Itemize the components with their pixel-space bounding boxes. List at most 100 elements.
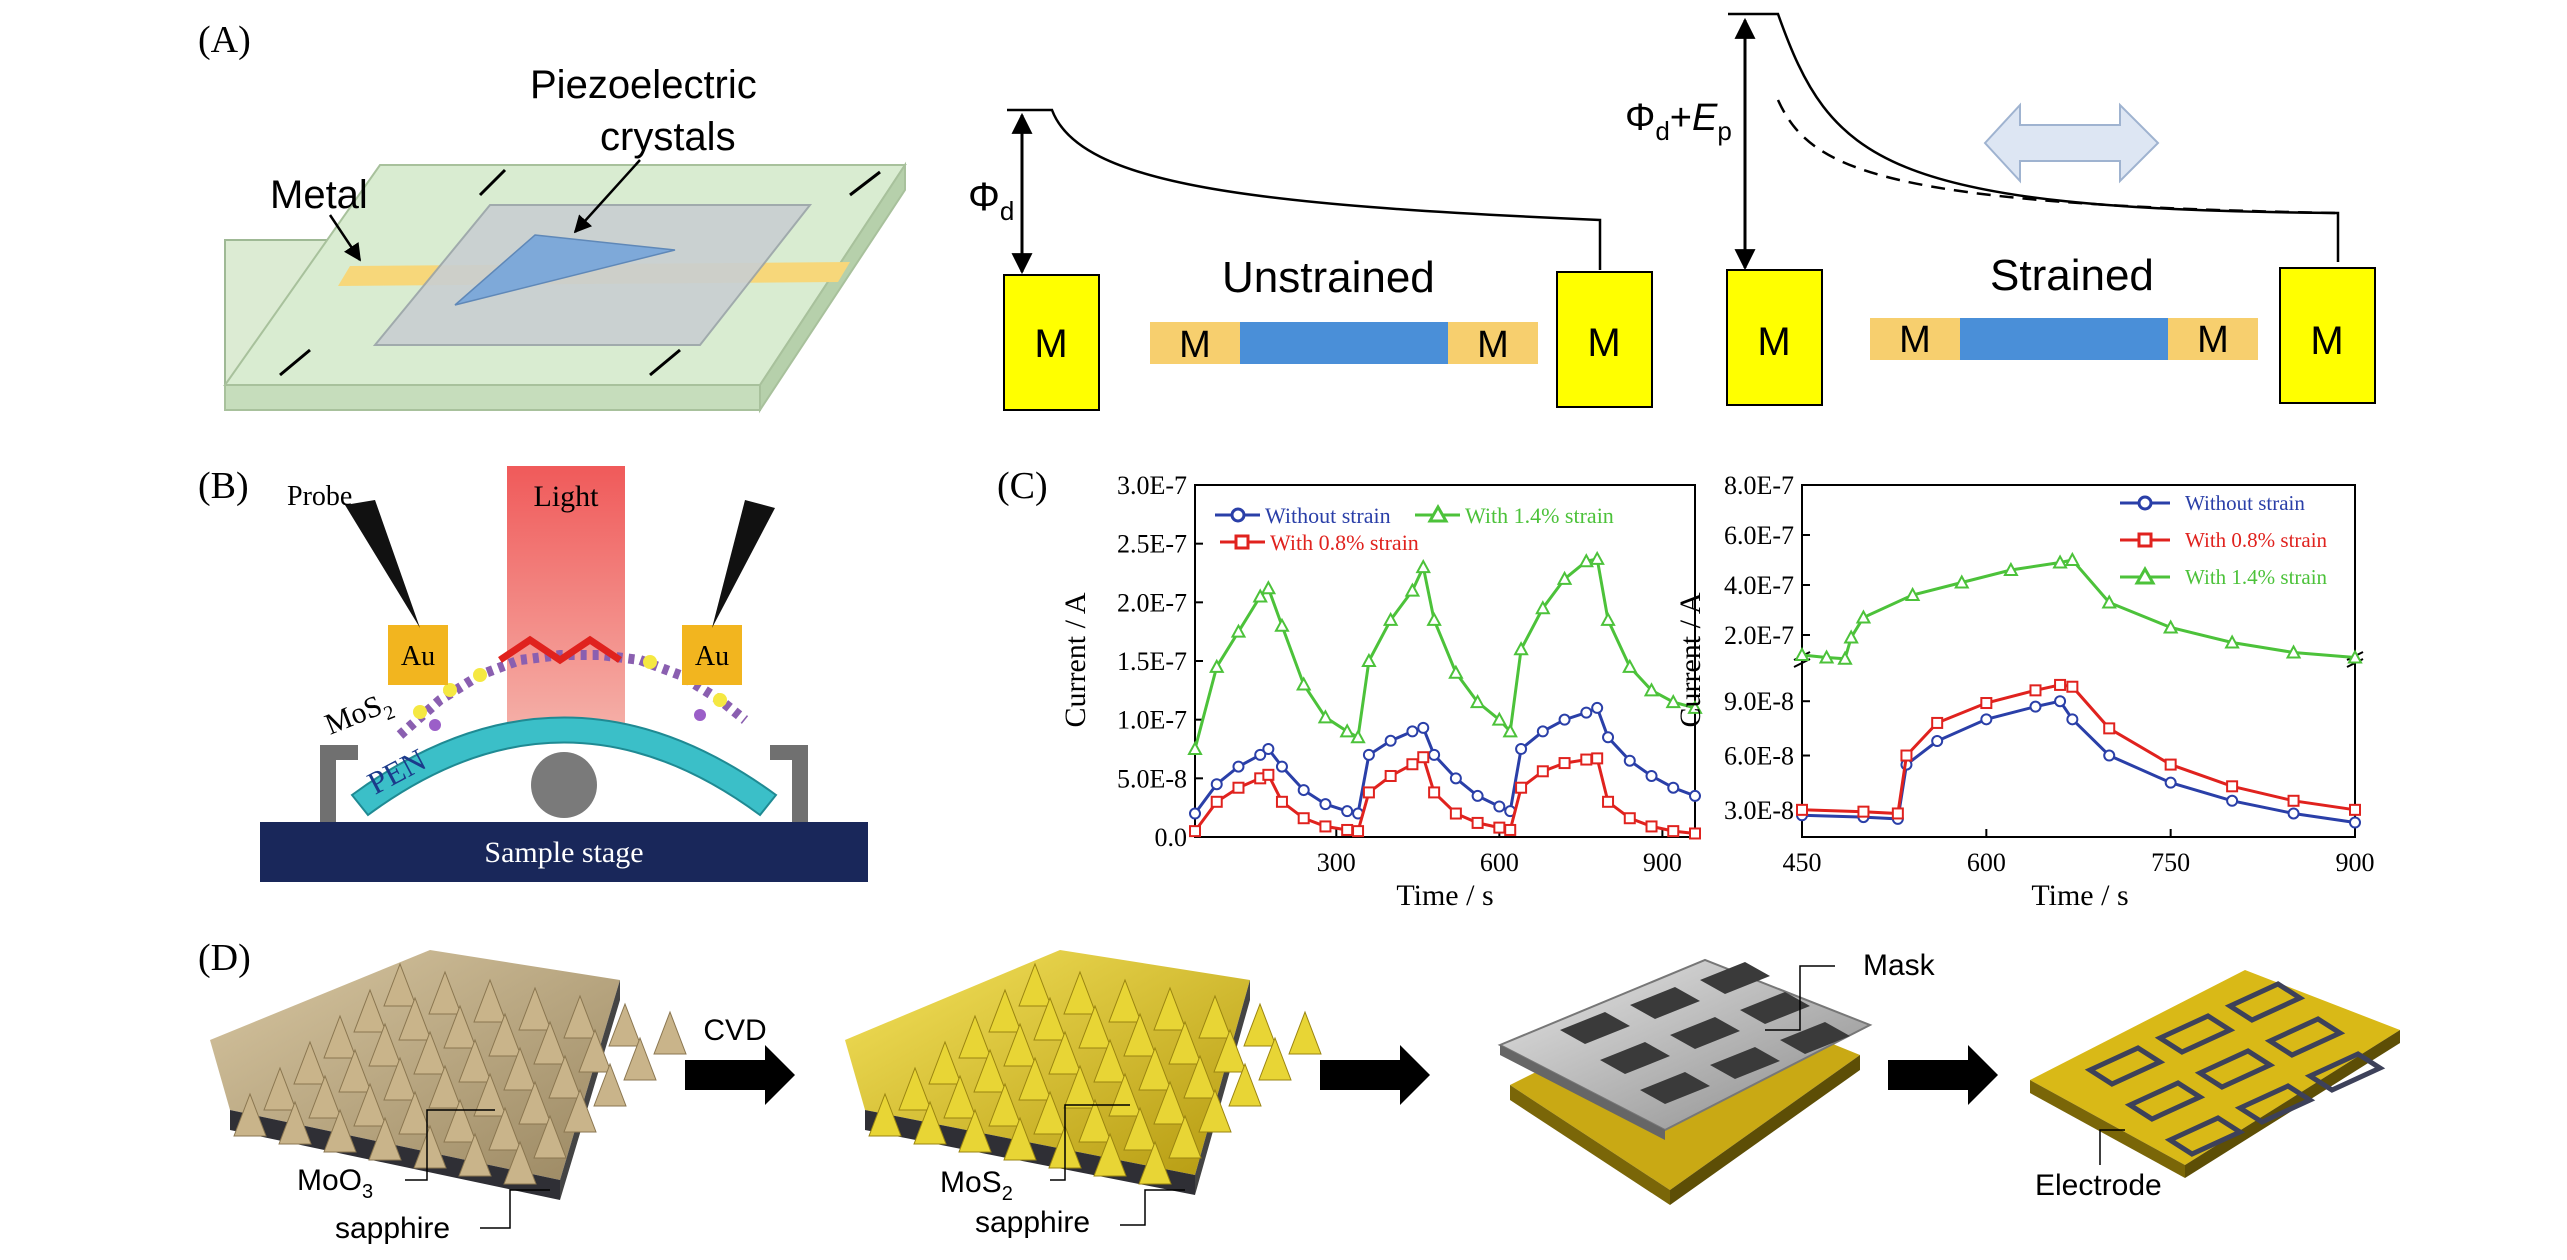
nanocone [623, 1036, 657, 1081]
metal-pointer [328, 214, 362, 262]
panel-a-label: (A) [198, 19, 251, 61]
nanocone [653, 1010, 687, 1055]
unstrained-contact-right-label: M [1477, 324, 1509, 366]
data-point [1558, 757, 1571, 770]
data-point [1275, 760, 1288, 773]
ytick-label: 3.0E-7 [1117, 471, 1187, 500]
nanocone [1243, 1002, 1277, 1047]
mos2-label-d: MoS2 [940, 1166, 1013, 1205]
nanocone [398, 996, 432, 1041]
xtick-label: 300 [1317, 848, 1356, 877]
unstrained-contact-left [1150, 322, 1240, 364]
nanocone [1288, 1010, 1322, 1055]
nanocone [988, 988, 1022, 1033]
nanocone [1138, 1046, 1172, 1091]
data-point [1536, 725, 1549, 738]
data-point [1406, 758, 1419, 771]
data-point [1469, 693, 1486, 709]
electrode-label: Electrode [2035, 1169, 2162, 1202]
chart-right-xlabel: Time / s [2031, 879, 2128, 912]
nanocone [518, 1080, 552, 1125]
unstrained-contact-left-label: M [1179, 324, 1211, 366]
nanocone [1093, 1132, 1127, 1177]
data-point [1352, 825, 1365, 838]
electrode-pad [2194, 1048, 2276, 1090]
ytick-label: 2.5E-7 [1117, 530, 1187, 559]
data-point [2103, 722, 2116, 735]
metal-box-strained-right-label: M [2310, 319, 2343, 363]
sapphire-pointer-2 [1120, 1189, 1185, 1226]
crystal-label-line2: crystals [600, 115, 736, 159]
data-point [1339, 723, 1355, 738]
nanocone [233, 1092, 267, 1137]
metal-box-left [1003, 274, 1100, 411]
data-point [1622, 658, 1638, 673]
xtick-label: 600 [1480, 848, 1519, 877]
nanocone [1123, 1106, 1157, 1151]
chart-left-series [1187, 550, 1703, 840]
nanocone [458, 1132, 492, 1177]
data-point [2349, 803, 2361, 816]
data-point [1341, 823, 1354, 836]
strained-contact-left-label: M [1899, 319, 1931, 361]
panel-c: (C) 0.05.0E-81.0E-71.5E-72.0E-72.5E-73.0… [997, 465, 2375, 912]
sapphire-label-1: sapphire [335, 1212, 450, 1245]
data-point [1297, 812, 1310, 825]
data-point [1665, 693, 1681, 709]
data-point [1796, 803, 1808, 816]
data-point [1384, 769, 1397, 782]
nanocone [473, 1072, 507, 1117]
data-point [1857, 805, 1870, 818]
legend-left-s14: With 1.4% strain [1465, 503, 1614, 528]
mask-window [1780, 1022, 1850, 1054]
series-line [1801, 683, 2356, 816]
data-point [1230, 623, 1247, 638]
electrode-pad [2124, 1080, 2206, 1122]
data-point [1515, 781, 1528, 794]
probe-left [345, 500, 420, 628]
nanocone [1078, 1098, 1112, 1143]
data-point [1297, 784, 1310, 797]
strained-contact-right-label: M [2197, 319, 2229, 361]
data-point [1493, 800, 1506, 813]
nanocone [1168, 1114, 1202, 1159]
data-point [2054, 695, 2067, 708]
nanocone [608, 1002, 642, 1047]
data-point [1900, 749, 1913, 762]
chart-left-ylabel: Current / A [1059, 592, 1092, 727]
data-point [2066, 680, 2079, 693]
phi-dp-symbol: Φd+Ep [1625, 97, 1732, 146]
data-point [1404, 582, 1421, 597]
data-point [1643, 682, 1660, 697]
mask-stack [1497, 958, 1873, 1205]
data-point [1210, 795, 1223, 808]
data-point [1591, 701, 1604, 714]
nanocone [293, 1040, 327, 1085]
nanocone [488, 1012, 522, 1057]
ytick-label: 8.0E-7 [1724, 471, 1794, 500]
strained-contact-right [2168, 318, 2258, 360]
data-point [1535, 600, 1551, 615]
data-point [1471, 816, 1484, 829]
nanocone [1018, 1056, 1052, 1101]
unstrained-channel [1240, 322, 1448, 364]
cvd-label: CVD [703, 1014, 766, 1047]
nanocone [898, 1066, 932, 1111]
data-point [1428, 786, 1441, 799]
data-point [1406, 725, 1419, 738]
xtick-label: 450 [1783, 848, 1822, 877]
nanocone [1033, 1090, 1067, 1135]
data-point [1600, 611, 1616, 626]
panel-d-label: (D) [198, 937, 251, 979]
au-pad-right-label: Au [695, 641, 729, 672]
data-point [1580, 706, 1593, 719]
data-point [2029, 684, 2042, 697]
arrow-3-icon [1888, 1045, 1998, 1105]
nanocone [533, 1020, 567, 1065]
mask-window [1740, 992, 1810, 1024]
metal-box-right [1556, 271, 1653, 408]
legend-right-s14: With 1.4% strain [2185, 565, 2328, 589]
electrode-pad [2224, 981, 2306, 1023]
mask-window [1640, 1072, 1710, 1104]
nanocone [503, 1046, 537, 1091]
